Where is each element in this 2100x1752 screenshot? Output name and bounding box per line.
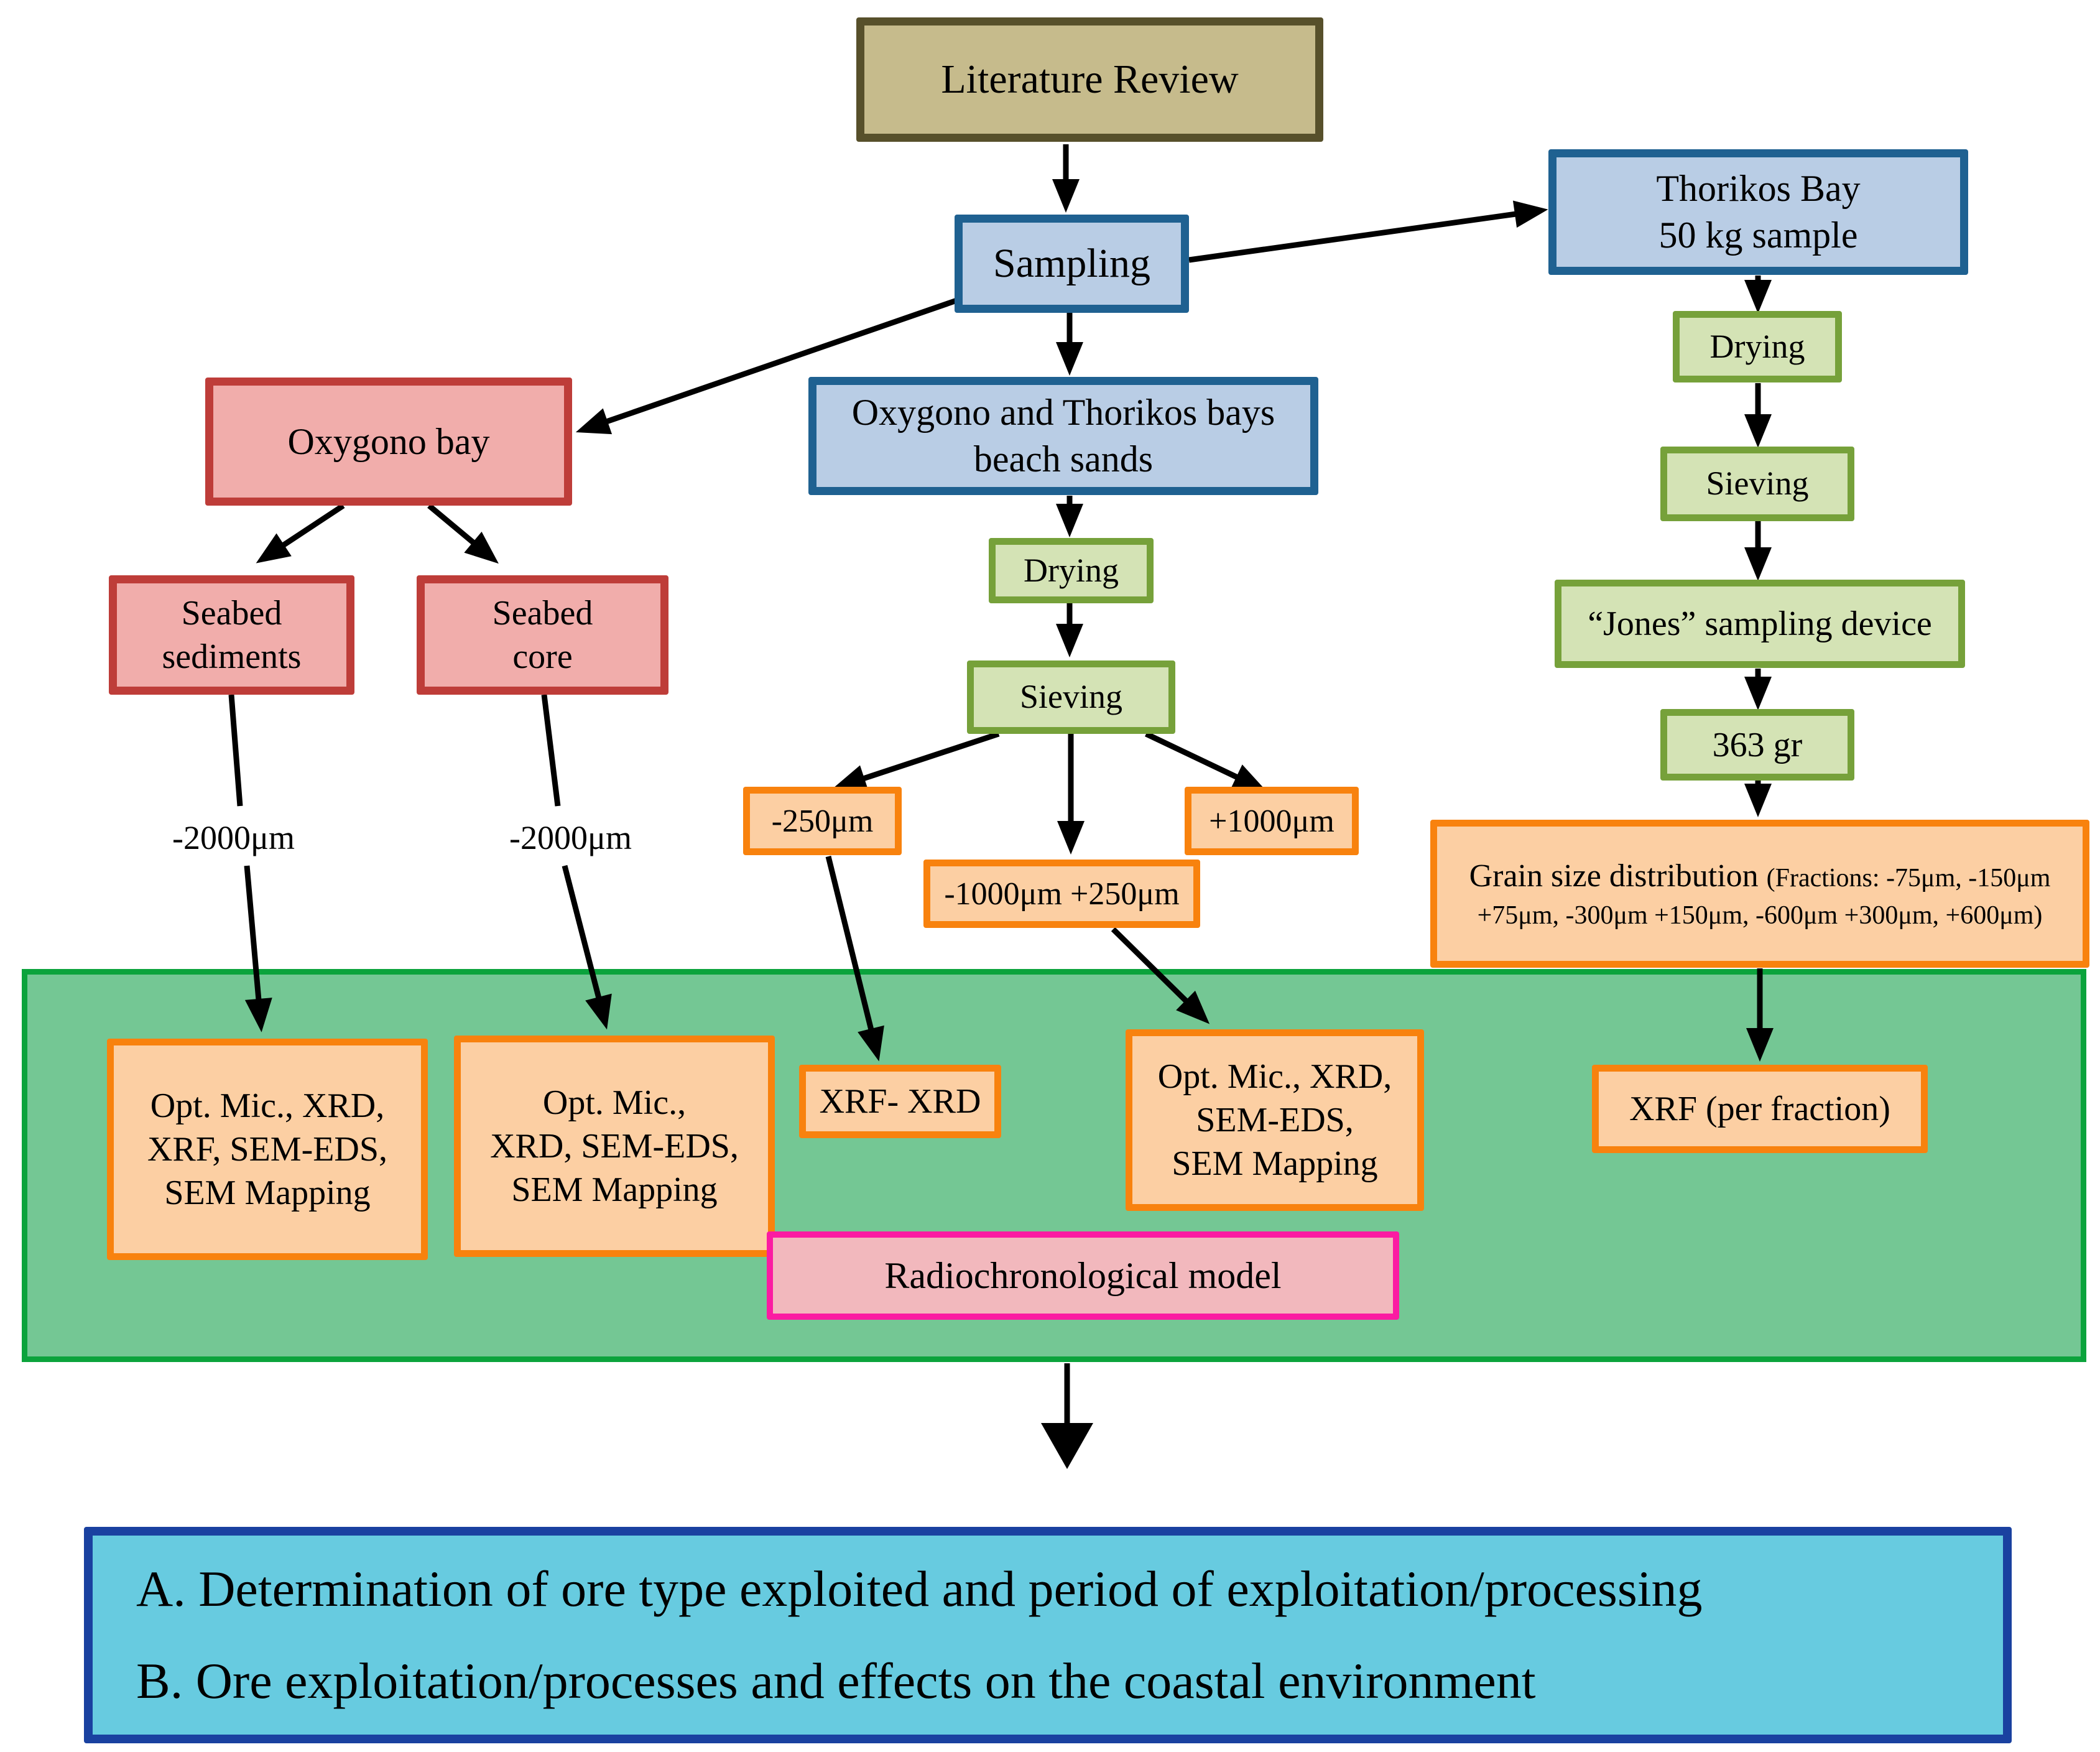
node-beach-sands: Oxygono and Thorikos bays beach sands: [808, 377, 1318, 495]
node-radiochronological-model: Radiochronological model: [767, 1231, 1399, 1320]
node-sieving-mid: Sieving: [967, 660, 1175, 734]
arrow-sieving-to-plus1000: [1145, 731, 1267, 792]
node-thorikos-bay: Thorikos Bay 50 kg sample: [1548, 149, 1968, 275]
label-minus2000-right: -2000μm: [509, 819, 632, 856]
arrow-group: [228, 144, 1774, 1469]
node-analysis-beach: Opt. Mic., XRD, SEM-EDS, SEM Mapping: [1126, 1029, 1424, 1211]
node-363gr: 363 gr: [1660, 709, 1854, 781]
node-fraction-minus250: -250μm: [743, 787, 902, 855]
arrow-oxygono-to-sediments: [256, 503, 345, 563]
node-literature-review: Literature Review: [856, 17, 1323, 142]
outcome-b: B. Ore exploitation/processes and effect…: [136, 1652, 1536, 1709]
node-outcomes: A. Determination of ore type exploited a…: [84, 1527, 2012, 1743]
arrow-oxygono-to-core: [427, 503, 499, 564]
node-analysis-core: Opt. Mic., XRD, SEM-EDS, SEM Mapping: [454, 1036, 775, 1257]
arrow-minus250-to-xrfxrd: [825, 855, 884, 1062]
arrow-midfraction-to-analysis: [1111, 927, 1210, 1024]
arrow-sieving-to-minus250: [832, 731, 1000, 792]
node-seabed-core: Seabed core: [417, 575, 668, 695]
arrow-sediments-seg1: [228, 694, 243, 807]
label-minus2000-left: -2000μm: [172, 819, 295, 856]
node-sieving-right: Sieving: [1660, 447, 1854, 521]
arrow-sampling-to-oxygono: [575, 294, 967, 435]
node-analysis-sediments: Opt. Mic., XRD, XRF, SEM-EDS, SEM Mappin…: [107, 1039, 428, 1260]
node-grain-size-distribution: Grain size distribution (Fractions: -75μ…: [1430, 820, 2089, 968]
node-fraction-mid: -1000μm +250μm: [923, 860, 1200, 928]
arrow-sampling-to-thorikos: [1188, 200, 1548, 263]
node-sampling: Sampling: [955, 215, 1189, 313]
node-xrf-xrd: XRF- XRD: [799, 1065, 1001, 1138]
node-drying-right: Drying: [1673, 311, 1842, 382]
grain-size-text: Grain size distribution (Fractions: -75μ…: [1453, 855, 2066, 934]
arrow-core-seg1: [541, 694, 561, 807]
node-fraction-plus1000: +1000μm: [1185, 787, 1359, 855]
node-xrf-per-fraction: XRF (per fraction): [1592, 1065, 1928, 1153]
node-drying-mid: Drying: [989, 538, 1154, 603]
outcome-a: A. Determination of ore type exploited a…: [136, 1560, 1703, 1618]
grain-size-title: Grain size distribution: [1469, 858, 1767, 894]
node-seabed-sediments: Seabed sediments: [109, 575, 354, 695]
node-oxygono-bay: Oxygono bay: [205, 378, 572, 506]
arrow-core-to-analysis: [562, 864, 612, 1030]
grain-size-fractions: (Fractions: -75μm, -150μm +75μm, -300μm …: [1477, 863, 2051, 930]
node-jones-device: “Jones” sampling device: [1555, 580, 1965, 668]
arrow-sediments-to-analysis: [244, 865, 272, 1032]
arrow-band-to-outcomes-head: [1041, 1423, 1093, 1469]
